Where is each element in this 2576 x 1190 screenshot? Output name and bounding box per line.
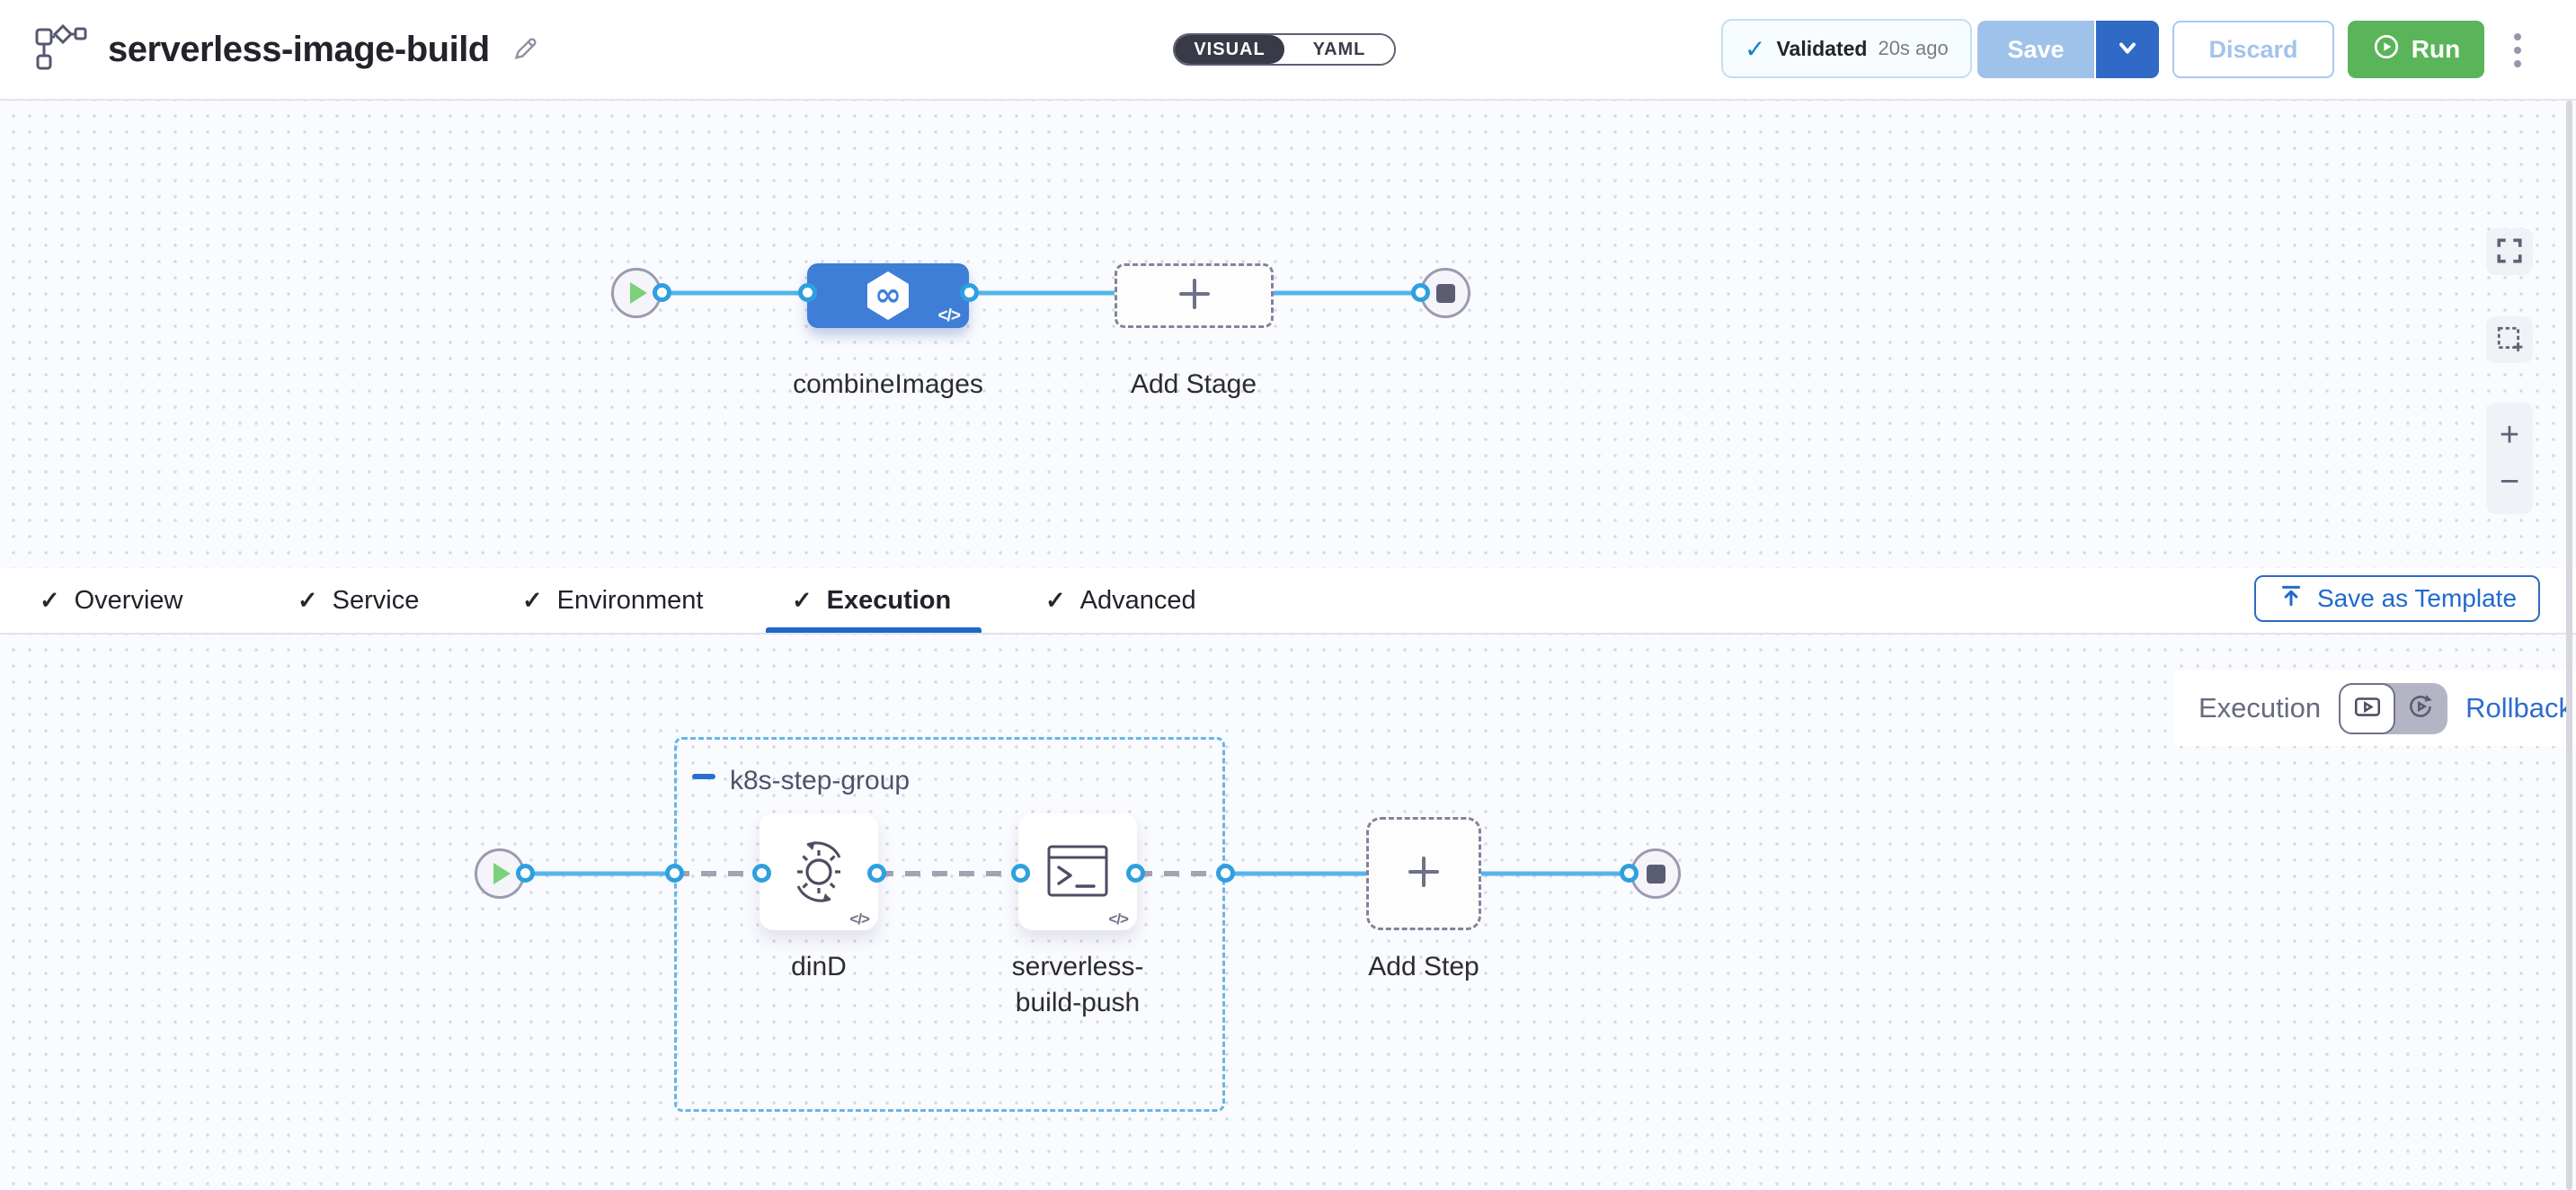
run-button[interactable]: Run: [2348, 21, 2484, 78]
connector-port[interactable]: [653, 283, 671, 302]
rollback-link[interactable]: Rollback: [2465, 692, 2572, 724]
stop-icon: [1435, 283, 1455, 303]
save-split-button: Save: [1977, 21, 2159, 78]
execution-label: Execution: [2198, 692, 2322, 724]
chevron-down-icon: [2114, 34, 2141, 66]
discard-button[interactable]: Discard: [2172, 21, 2334, 78]
tab-execution[interactable]: ✓ Execution: [792, 568, 951, 633]
execution-canvas: Execution: [0, 635, 2576, 1190]
marquee-select-icon: [2495, 324, 2524, 356]
step-node-serverless-build-push[interactable]: </>: [1018, 813, 1137, 930]
edit-title-button[interactable]: [510, 33, 540, 67]
step-label-dind: dinD: [791, 952, 847, 981]
connector-port[interactable]: [1620, 864, 1639, 883]
run-label: Run: [2411, 35, 2461, 63]
add-step-button[interactable]: [1366, 817, 1481, 930]
zoom-out-icon: −: [2499, 463, 2520, 501]
rollback-play-icon: [2406, 692, 2437, 725]
active-tab-indicator: [766, 627, 982, 633]
check-icon: ✓: [522, 586, 543, 614]
vertical-scrollbar[interactable]: [2566, 101, 2572, 1190]
validation-status: Validated: [1776, 36, 1868, 60]
zoom-out-button[interactable]: −: [2499, 463, 2520, 501]
execution-mode-button[interactable]: [2339, 682, 2396, 734]
step-group-name: k8s-step-group: [730, 766, 910, 795]
toggle-visual[interactable]: VISUAL: [1175, 35, 1284, 64]
tab-environment[interactable]: ✓ Environment: [522, 568, 703, 633]
collapse-group-button[interactable]: [692, 774, 715, 779]
tab-advanced[interactable]: ✓ Advanced: [1045, 568, 1196, 633]
connector-port[interactable]: [752, 864, 771, 883]
connector-port[interactable]: [1411, 283, 1430, 302]
save-menu-button[interactable]: [2096, 21, 2159, 78]
check-icon: ✓: [40, 586, 60, 614]
connector-port[interactable]: [1011, 864, 1030, 883]
execution-rollback-switch: [2339, 682, 2448, 734]
play-icon: [493, 863, 511, 884]
connector-lines: [665, 290, 1420, 296]
check-icon: ✓: [298, 586, 318, 614]
marquee-select-button[interactable]: [2486, 316, 2533, 363]
toggle-yaml[interactable]: YAML: [1284, 35, 1394, 64]
fit-view-button[interactable]: [2486, 228, 2533, 275]
code-icon: </>: [937, 306, 962, 325]
zoom-in-button[interactable]: +: [2499, 416, 2520, 454]
hexagon-infinity-icon: ∞: [867, 271, 909, 320]
code-icon: </>: [1108, 910, 1129, 928]
fit-view-icon: [2495, 236, 2524, 268]
upload-icon: [2278, 582, 2305, 616]
header: serverless-image-build VISUAL YAML ✓ Val…: [0, 0, 2576, 101]
pencil-icon: [510, 33, 540, 67]
add-stage-label: Add Stage: [1130, 369, 1257, 399]
step-label-serverless: serverless- build-push: [1011, 952, 1144, 1017]
kebab-menu-icon: [2514, 33, 2521, 40]
plus-icon: [1403, 851, 1444, 897]
stage-label: combineImages: [793, 369, 983, 399]
tab-service[interactable]: ✓ Service: [298, 568, 419, 633]
tab-overview[interactable]: ✓ Overview: [40, 568, 182, 633]
save-button[interactable]: Save: [1977, 21, 2096, 78]
connector-port[interactable]: [516, 864, 535, 883]
zoom-in-icon: +: [2499, 416, 2520, 454]
add-step-label: Add Step: [1368, 952, 1479, 981]
add-stage-button[interactable]: [1115, 263, 1274, 328]
play-icon: [630, 282, 647, 304]
check-icon: ✓: [1745, 34, 1766, 63]
zoom-controls: + −: [2486, 403, 2533, 514]
step-group-box[interactable]: [674, 737, 1225, 1112]
connector-port[interactable]: [798, 283, 817, 302]
stage-node-combineimages[interactable]: ∞ </>: [807, 263, 969, 328]
step-node-dind[interactable]: </>: [759, 813, 878, 930]
execution-rollback-toolbar: Execution: [2175, 670, 2576, 746]
visual-yaml-toggle: VISUAL YAML: [1173, 33, 1396, 66]
circle-play-icon: [2372, 32, 2401, 67]
connector-port[interactable]: [867, 864, 886, 883]
save-as-template-button[interactable]: Save as Template: [2254, 575, 2540, 622]
connector-port[interactable]: [1216, 864, 1235, 883]
play-box-icon: [2352, 692, 2383, 725]
check-icon: ✓: [1045, 586, 1066, 614]
page-title: serverless-image-build: [108, 29, 490, 69]
execution-end-node: [1630, 848, 1681, 899]
gear-sync-icon: [759, 813, 878, 930]
connector-port[interactable]: [1126, 864, 1145, 883]
header-left: serverless-image-build: [34, 0, 540, 99]
terminal-icon: [1018, 813, 1137, 930]
pipeline-graph-icon: [34, 23, 88, 76]
check-icon: ✓: [792, 586, 813, 614]
pipeline-start-node: [611, 268, 662, 318]
connector-port[interactable]: [665, 864, 684, 883]
stage-canvas: ∞ </> combineImages Add Stage: [0, 101, 2576, 568]
pipeline-end-node: [1420, 268, 1470, 318]
plus-icon: [1174, 273, 1215, 319]
stage-config-tabs: ✓ Overview ✓ Service ✓ Environment ✓ Exe…: [0, 568, 2576, 635]
validation-badge[interactable]: ✓ Validated 20s ago: [1721, 19, 1972, 78]
connector-port[interactable]: [960, 283, 979, 302]
validation-time: 20s ago: [1878, 37, 1949, 59]
stop-icon: [1646, 864, 1666, 884]
code-icon: </>: [849, 910, 870, 928]
rollback-mode-button[interactable]: [2395, 683, 2447, 734]
connector-lines: [525, 871, 1629, 876]
more-options-button[interactable]: [2506, 27, 2529, 74]
